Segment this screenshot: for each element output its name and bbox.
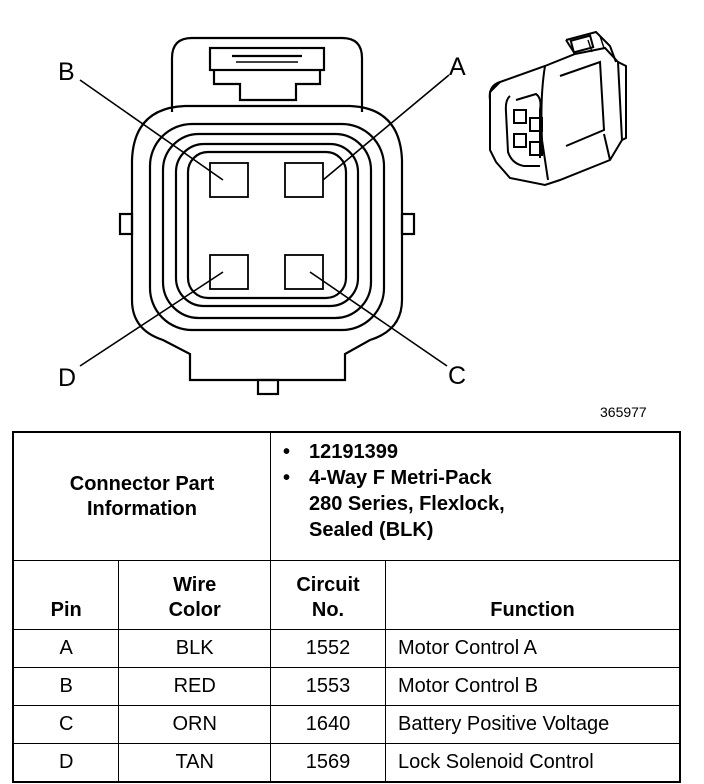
reference-number: 365977	[600, 404, 647, 420]
part-number: 12191399	[283, 439, 679, 465]
pin-label-b: B	[58, 58, 75, 86]
cell-function: Battery Positive Voltage	[385, 705, 681, 744]
column-header-row: Pin Wire Color Circuit No. Function	[12, 560, 681, 630]
leader-line-a	[322, 74, 450, 181]
column-header-pin: Pin	[12, 560, 120, 630]
cell-pin: D	[12, 743, 120, 783]
cell-circuit: 1553	[270, 667, 386, 706]
cell-wire-color: RED	[118, 667, 271, 706]
column-header-function: Function	[385, 560, 681, 630]
cell-circuit: 1640	[270, 705, 386, 744]
table-row: A BLK 1552 Motor Control A	[12, 629, 681, 668]
connector-latch	[170, 36, 364, 112]
column-header-circuit-no: Circuit No.	[270, 560, 386, 630]
cell-wire-color: BLK	[118, 629, 271, 668]
pin-cavity-c	[284, 254, 324, 290]
connector-part-label: Connector Part Information	[12, 431, 271, 561]
pin-cavity-a	[284, 162, 324, 198]
cell-circuit: 1569	[270, 743, 386, 783]
table-row: B RED 1553 Motor Control B	[12, 667, 681, 706]
pin-label-a: A	[449, 53, 466, 81]
table-row: D TAN 1569 Lock Solenoid Control	[12, 743, 681, 783]
column-header-wire-color: Wire Color	[118, 560, 271, 630]
leader-line-d	[79, 271, 224, 367]
table-row: C ORN 1640 Battery Positive Voltage	[12, 705, 681, 744]
part-info-list: 12191399 4-Way F Metri-Pack 280 Series, …	[270, 431, 681, 561]
leader-line-b	[79, 79, 224, 181]
pin-label-c: C	[448, 362, 466, 390]
table-header-row: Connector Part Information 12191399 4-Wa…	[12, 431, 681, 561]
pin-label-d: D	[58, 364, 76, 392]
leader-line-c	[309, 271, 448, 367]
part-description: 4-Way F Metri-Pack 280 Series, Flexlock,…	[283, 465, 679, 543]
cell-pin: C	[12, 705, 120, 744]
connector-body-outline	[130, 104, 404, 382]
cell-wire-color: ORN	[118, 705, 271, 744]
cell-wire-color: TAN	[118, 743, 271, 783]
cell-function: Lock Solenoid Control	[385, 743, 681, 783]
cell-function: Motor Control A	[385, 629, 681, 668]
cell-circuit: 1552	[270, 629, 386, 668]
cell-pin: B	[12, 667, 120, 706]
connector-iso-view	[488, 30, 627, 187]
pin-cavity-d	[209, 254, 249, 290]
cell-function: Motor Control B	[385, 667, 681, 706]
cell-pin: A	[12, 629, 120, 668]
connector-info-table: Connector Part Information 12191399 4-Wa…	[12, 431, 681, 783]
pin-cavity-b	[209, 162, 249, 198]
connector-diagram: B A D C	[58, 30, 627, 396]
